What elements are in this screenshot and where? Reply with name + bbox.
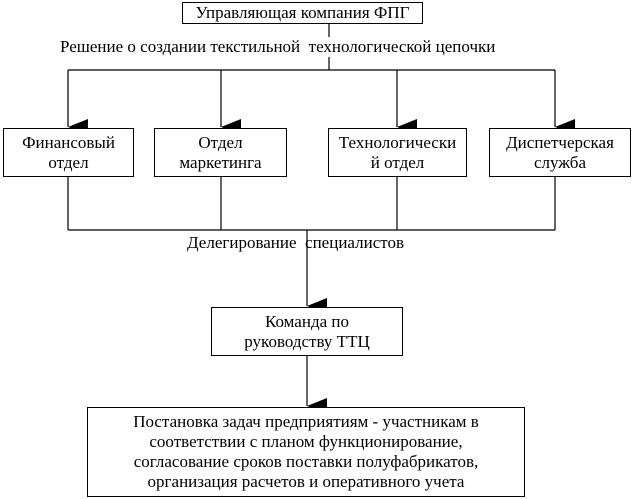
management-company-label: Управляющая компания ФПГ [195, 3, 410, 22]
technology-department-line1: Технологически [338, 132, 457, 152]
tasks-box-line: соответствии с планом функционирование, [149, 432, 463, 451]
technology-department-line2: й отдел [370, 152, 425, 172]
finance-department-line2: отдел [48, 152, 89, 172]
team-box: Команда по руководству ТТЦ [211, 307, 403, 356]
dispatch-service-line1: Диспетчерская [506, 132, 614, 152]
team-box-line1: Команда по [265, 311, 349, 331]
finance-department-line1: Финансовый [22, 132, 115, 152]
dispatch-service-box: Диспетчерская служба [489, 128, 631, 177]
tasks-box-line: организация расчетов и оперативного учет… [147, 472, 465, 491]
decision-label: Решение о создании текстильной технологи… [60, 37, 496, 57]
dispatch-service-line2: служба [533, 152, 587, 172]
marketing-department-box: Отдел маркетинга [154, 128, 287, 177]
finance-department-box: Финансовый отдел [3, 128, 134, 177]
technology-department-box: Технологически й отдел [328, 128, 467, 177]
tasks-box: Постановка задач предприятиям - участник… [87, 407, 525, 497]
management-company-box: Управляющая компания ФПГ [182, 2, 423, 24]
tasks-box-line: согласование сроков поставки полуфабрика… [133, 452, 479, 471]
marketing-department-line2: маркетинга [179, 152, 262, 172]
team-box-line2: руководству ТТЦ [244, 331, 370, 351]
delegation-label: Делегирование специалистов [187, 233, 404, 252]
tasks-box-line: Постановка задач предприятиям - участник… [133, 412, 479, 431]
marketing-department-line1: Отдел [198, 132, 243, 152]
